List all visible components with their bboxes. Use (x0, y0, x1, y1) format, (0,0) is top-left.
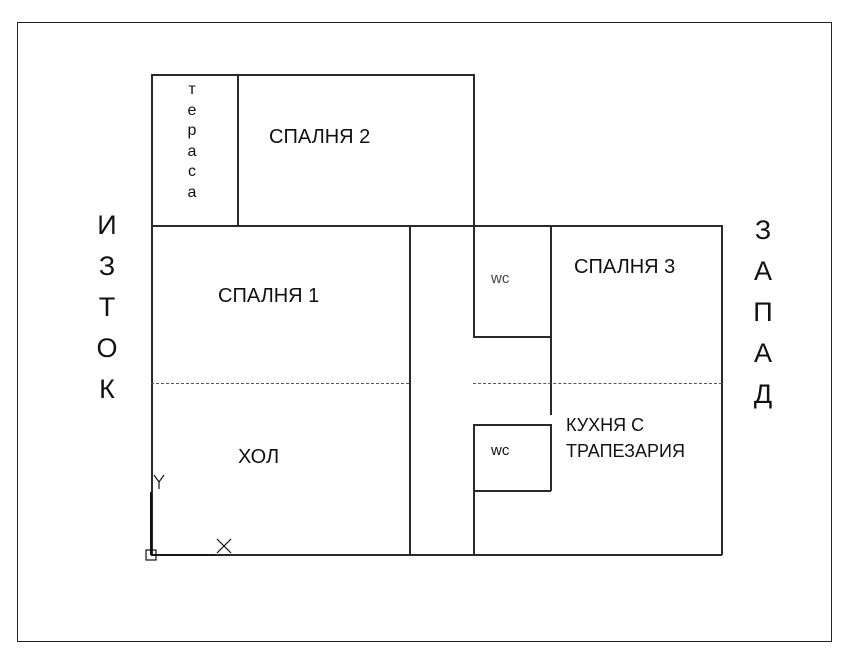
wall (473, 490, 551, 492)
wall (409, 225, 411, 555)
wall (237, 74, 239, 225)
room-divider (151, 383, 409, 384)
room-label-wc-bottom: wc (491, 442, 510, 459)
wall (550, 225, 552, 415)
room-label-bedroom-2: СПАЛНЯ 2 (269, 126, 371, 148)
wall (473, 424, 475, 555)
room-label-wc-top: wc (491, 270, 510, 287)
wall (151, 554, 722, 556)
wall (473, 74, 475, 337)
room-label-bedroom-3: СПАЛНЯ 3 (574, 256, 676, 278)
compass-east-label: И З Т О К (96, 210, 118, 404)
room-label-bedroom-1: СПАЛНЯ 1 (218, 285, 320, 307)
compass-west-label: З А П А Д (753, 215, 773, 409)
wall (473, 336, 551, 338)
wall (473, 424, 551, 426)
wall (550, 424, 552, 491)
room-label-kitchen: КУХНЯ С ТРАПЕЗАРИЯ (566, 415, 685, 461)
drawing-frame (17, 22, 832, 642)
wall (151, 74, 474, 76)
wall (721, 225, 723, 555)
ucs-axis-icon (145, 474, 232, 561)
room-label-hall: ХОЛ (238, 446, 280, 468)
room-label-terrace: т е р а с а (187, 81, 197, 201)
wall (151, 74, 153, 555)
room-divider (473, 383, 722, 384)
wall (151, 225, 722, 227)
